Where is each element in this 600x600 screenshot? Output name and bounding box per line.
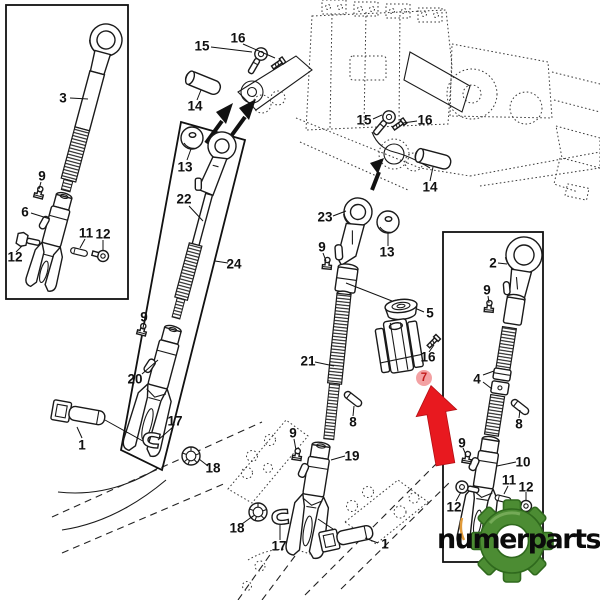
part-callout: 20 bbox=[127, 371, 143, 387]
part-callout: 13 bbox=[379, 244, 395, 260]
screw-16-left bbox=[269, 56, 287, 71]
part-callout: 9 bbox=[458, 435, 466, 451]
part-callout: 9 bbox=[140, 309, 148, 325]
turnbuckle-body-19 bbox=[285, 441, 331, 560]
part-callout: 4 bbox=[473, 371, 481, 387]
part-callout: 16 bbox=[417, 112, 433, 128]
part-callout: 17 bbox=[167, 413, 183, 429]
part-callout: 12 bbox=[7, 249, 23, 265]
part-callout: 24 bbox=[226, 256, 242, 272]
highlight-circle bbox=[416, 370, 432, 386]
cap-5 bbox=[384, 298, 418, 321]
part-callout: 9 bbox=[38, 168, 46, 184]
part-callout: 6 bbox=[21, 204, 29, 220]
numerparts-logo-text: numerparts bbox=[437, 524, 600, 555]
part-callout: 8 bbox=[349, 414, 357, 430]
assembly-lift-link-center bbox=[248, 197, 442, 560]
part-callout: 9 bbox=[483, 282, 491, 298]
inset-box-left bbox=[5, 4, 129, 300]
part-callout: 15 bbox=[194, 38, 210, 54]
pin-15-right bbox=[369, 107, 399, 139]
part-callout: 18 bbox=[205, 460, 221, 476]
part-callout: 14 bbox=[187, 98, 203, 114]
part-callout: 12 bbox=[518, 479, 534, 495]
part-callout: 1 bbox=[78, 437, 86, 453]
threaded-rod-21 bbox=[323, 290, 352, 441]
guide-block-7 bbox=[374, 318, 424, 374]
part-callout: 23 bbox=[317, 209, 333, 225]
assembly-upper-link bbox=[15, 23, 123, 292]
part-callout: 12 bbox=[446, 499, 462, 515]
tractor-housing-sketch bbox=[237, 0, 600, 201]
part-callout: 1 bbox=[381, 536, 389, 552]
highlighted-callout-7: 7 bbox=[420, 372, 428, 384]
part-callout: 2 bbox=[489, 255, 497, 271]
assembly-lift-link-left bbox=[49, 126, 237, 466]
part-callout: 22 bbox=[176, 191, 192, 207]
part-callout: 19 bbox=[344, 448, 360, 464]
part-callout: 9 bbox=[289, 425, 297, 441]
part-callout: 9 bbox=[318, 239, 326, 255]
part-callout: 16 bbox=[230, 30, 246, 46]
callout-leader-lines bbox=[15, 43, 527, 544]
gear-icon bbox=[470, 499, 554, 583]
part-callout: 14 bbox=[422, 179, 438, 195]
direction-arrows bbox=[204, 99, 384, 191]
bushing-14-right bbox=[413, 146, 453, 172]
part-callout: 13 bbox=[177, 159, 193, 175]
bushing-14-left bbox=[182, 69, 224, 97]
part-callout: 15 bbox=[356, 112, 372, 128]
part-callout: 16 bbox=[420, 349, 436, 365]
part-callout: 10 bbox=[515, 454, 531, 470]
part-callout: 18 bbox=[229, 520, 245, 536]
part-callout: 3 bbox=[59, 90, 67, 106]
part-callout: 11 bbox=[501, 472, 517, 488]
part-callout: 8 bbox=[515, 416, 523, 432]
part-callout: 12 bbox=[95, 226, 111, 242]
part-callout: 17 bbox=[271, 538, 287, 554]
part-callout: 11 bbox=[78, 225, 94, 241]
assembly-lift-link-right bbox=[455, 236, 543, 551]
part-callout: 5 bbox=[426, 305, 434, 321]
part-callout: 21 bbox=[300, 353, 316, 369]
highlight-arrow bbox=[415, 384, 458, 467]
